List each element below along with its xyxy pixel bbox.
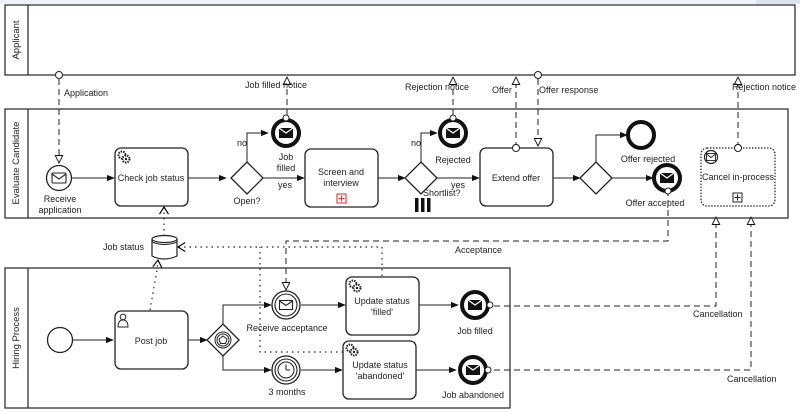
event-receive-acceptance[interactable]: Receive acceptance bbox=[246, 290, 328, 333]
post-job-label: Post job bbox=[135, 336, 168, 346]
offer-flow-port bbox=[512, 144, 520, 152]
gear-icon bbox=[348, 279, 362, 293]
end-event-offer-accepted[interactable]: Offer accepted bbox=[626, 163, 685, 208]
gateway-shortlist[interactable]: Shortlist? no yes bbox=[404, 138, 466, 212]
hiring-job-filled-label: Job filled bbox=[457, 326, 493, 336]
flow-acceptance[interactable] bbox=[286, 190, 669, 290]
label-rejection-notice-2: Rejection notice bbox=[732, 82, 796, 92]
gateway-event-based[interactable] bbox=[206, 323, 240, 357]
update-abandoned-label-2: 'abandoned' bbox=[356, 371, 405, 381]
task-update-status-filled[interactable]: Update status 'filled' bbox=[345, 276, 420, 336]
task-post-job[interactable]: Post job bbox=[114, 310, 189, 370]
job-abandoned-label: Job abandoned bbox=[442, 390, 504, 400]
gear-icon bbox=[117, 150, 131, 164]
task-update-status-abandoned[interactable]: Update status 'abandoned' bbox=[342, 340, 417, 400]
window-top-corner bbox=[756, 0, 800, 4]
expand-subprocess-icon[interactable] bbox=[732, 192, 743, 203]
pool-evaluate-label: Evaluate Candidate bbox=[11, 122, 22, 205]
gateway-shortlist-label: Shortlist? bbox=[423, 188, 461, 198]
label-offer: Offer bbox=[492, 85, 512, 95]
event-subprocess-cancel-in-process[interactable]: Cancel in-process bbox=[700, 144, 776, 207]
gateway-open-yes-label: yes bbox=[278, 180, 293, 190]
subprocess-screen-and-interview[interactable]: Screen and interview bbox=[304, 148, 379, 208]
user-icon bbox=[117, 313, 129, 328]
flow-cancellation-2[interactable] bbox=[494, 217, 751, 371]
seq-open-no bbox=[246, 129, 269, 163]
screen-interview-label-1: Screen and bbox=[318, 167, 364, 177]
event-timer-3-months[interactable]: 3 months bbox=[268, 355, 306, 397]
pool-applicant: Applicant bbox=[4, 4, 796, 76]
offer-rejected-label: Offer rejected bbox=[621, 154, 675, 164]
pool-applicant-label: Applicant bbox=[11, 20, 22, 59]
seq-gateway-to-timer bbox=[222, 356, 272, 374]
receive-application-label-1: Receive bbox=[44, 194, 77, 204]
label-acceptance: Acceptance bbox=[455, 245, 502, 255]
check-job-status-label: Check job status bbox=[118, 173, 185, 183]
event-receive-application[interactable]: Receive application bbox=[38, 164, 82, 216]
offer-accepted-label: Offer accepted bbox=[626, 198, 685, 208]
assoc-filled-to-store bbox=[176, 241, 383, 276]
three-months-label: 3 months bbox=[268, 387, 306, 397]
end-event-offer-rejected[interactable]: Offer rejected bbox=[621, 120, 675, 164]
start-event[interactable] bbox=[46, 326, 74, 354]
seq-offer-rejected bbox=[595, 131, 628, 163]
gear-icon bbox=[345, 343, 359, 357]
gateway-open-no-label: no bbox=[237, 138, 247, 148]
assoc-abandoned-to-store bbox=[259, 247, 343, 353]
gateway-open[interactable]: Open? no yes bbox=[230, 138, 293, 206]
job-filled-end-label-2: filled bbox=[277, 163, 296, 173]
label-offer-response: Offer response bbox=[539, 85, 598, 95]
seq-gateway-to-acceptance bbox=[222, 301, 272, 324]
label-cancellation-1: Cancellation bbox=[693, 309, 743, 319]
pentagon-icon bbox=[218, 335, 228, 344]
label-rejection-notice-1: Rejection notice bbox=[405, 82, 469, 92]
update-abandoned-label-1: Update status bbox=[352, 360, 408, 370]
rejected-end-label: Rejected bbox=[435, 155, 471, 165]
multi-instance-icon bbox=[415, 198, 431, 212]
screen-interview-label-2: interview bbox=[323, 178, 359, 188]
gateway-shortlist-no-label: no bbox=[411, 138, 421, 148]
job-filled-end-label-1: Job bbox=[279, 152, 294, 162]
label-application: Application bbox=[64, 88, 108, 98]
extend-offer-label: Extend offer bbox=[492, 173, 540, 183]
end-event-job-filled[interactable]: Job filled bbox=[271, 114, 301, 173]
expand-subprocess-icon[interactable] bbox=[336, 193, 347, 204]
update-filled-label-2: 'filled' bbox=[371, 307, 393, 317]
envelope-icon bbox=[51, 172, 67, 184]
receive-application-label-2: application bbox=[38, 205, 81, 215]
pool-hiring-label: Hiring Process bbox=[11, 307, 22, 369]
end-event-job-abandoned[interactable]: Job abandoned bbox=[442, 355, 504, 400]
seq-shortlist-no bbox=[420, 129, 438, 163]
pool-hiring-process: Hiring Process bbox=[4, 267, 511, 409]
flow-application-source bbox=[55, 71, 63, 79]
flow-cancellation-1[interactable] bbox=[494, 217, 716, 307]
window-top-strip bbox=[0, 0, 800, 4]
end-event-hiring-job-filled[interactable]: Job filled bbox=[457, 290, 494, 336]
cancel-in-process-label: Cancel in-process bbox=[702, 172, 775, 182]
task-check-job-status[interactable]: Check job status bbox=[114, 147, 189, 207]
gateway-offer-response[interactable] bbox=[579, 161, 613, 195]
data-store-label: Job status bbox=[103, 242, 145, 252]
gateway-shortlist-yes-label: yes bbox=[451, 180, 466, 190]
data-store-job-status[interactable]: Job status bbox=[103, 234, 178, 260]
flow-offer-response-source bbox=[534, 71, 542, 79]
update-filled-label-1: Update status bbox=[354, 296, 410, 306]
task-extend-offer[interactable]: Extend offer bbox=[479, 147, 554, 207]
end-event-rejected[interactable]: Rejected bbox=[435, 114, 471, 165]
receive-acceptance-label: Receive acceptance bbox=[246, 323, 327, 333]
label-cancellation-2: Cancellation bbox=[727, 374, 777, 384]
label-job-filled-notice: Job filled notice bbox=[245, 80, 307, 90]
gateway-open-label: Open? bbox=[233, 196, 260, 206]
